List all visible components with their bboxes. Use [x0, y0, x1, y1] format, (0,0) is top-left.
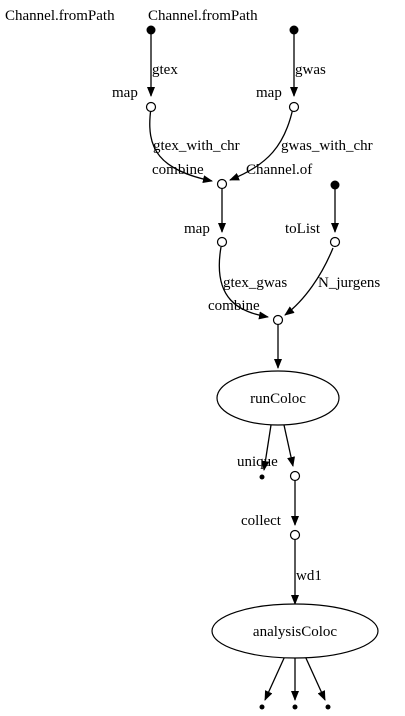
sink-analysis-3: [325, 704, 331, 710]
operator-node-combine-2: [272, 314, 284, 326]
operator-label-unique: unique: [237, 454, 278, 470]
process-runcoloc: [216, 370, 340, 426]
process-analysiscoloc: [211, 603, 379, 659]
edge-analysis-out-3: [304, 655, 326, 701]
process-label-analysiscoloc: analysisColoc: [253, 624, 337, 640]
source-label-left: Channel.fromPath: [5, 8, 115, 24]
operator-node-combine-1: [216, 178, 228, 190]
operator-label-tolist: toList: [285, 221, 321, 237]
edge-runcoloc-to-unique: [283, 424, 295, 467]
source-node-channel-of: [330, 180, 340, 190]
operator-label-collect: collect: [241, 513, 282, 529]
edge-gtex-with-chr: [149, 107, 213, 184]
source-label-channel-of: Channel.of: [246, 162, 312, 178]
operator-node-collect: [289, 529, 301, 541]
operator-label-map-gwas: map: [256, 85, 282, 101]
edge-runcoloc-out-1: [261, 424, 272, 471]
operator-label-combine-1: combine: [152, 162, 204, 178]
channel-label-gwas-with-chr: gwas_with_chr: [281, 138, 373, 154]
edge-gwas-with-chr: [229, 107, 294, 181]
operator-label-map-2: map: [184, 221, 210, 237]
sink-analysis-1: [259, 704, 265, 710]
operator-label-combine-2: combine: [208, 298, 260, 314]
edge-analysis-out-1: [264, 655, 286, 701]
operator-label-map-gtex: map: [112, 85, 138, 101]
edge-n-jurgens: [284, 247, 334, 316]
sink-analysis-2: [292, 704, 298, 710]
channel-label-gtex: gtex: [152, 62, 178, 78]
operator-node-map-gtex: [145, 101, 157, 113]
sink-runcoloc: [259, 474, 265, 480]
channel-label-gtex-gwas: gtex_gwas: [223, 275, 287, 291]
channel-label-wd1: wd1: [296, 568, 322, 584]
channel-label-gtex-with-chr: gtex_with_chr: [153, 138, 240, 154]
source-label-right: Channel.fromPath: [148, 8, 258, 24]
operator-node-unique: [289, 470, 301, 482]
source-node-left: [146, 25, 156, 35]
operator-node-map-2: [216, 236, 228, 248]
source-node-right: [289, 25, 299, 35]
channel-label-n-jurgens: N_jurgens: [318, 275, 380, 291]
operator-node-tolist: [329, 236, 341, 248]
process-label-runcoloc: runColoc: [250, 391, 306, 407]
edge-gtex-gwas: [218, 246, 269, 320]
channel-label-gwas: gwas: [295, 62, 326, 78]
operator-node-map-gwas: [288, 101, 300, 113]
